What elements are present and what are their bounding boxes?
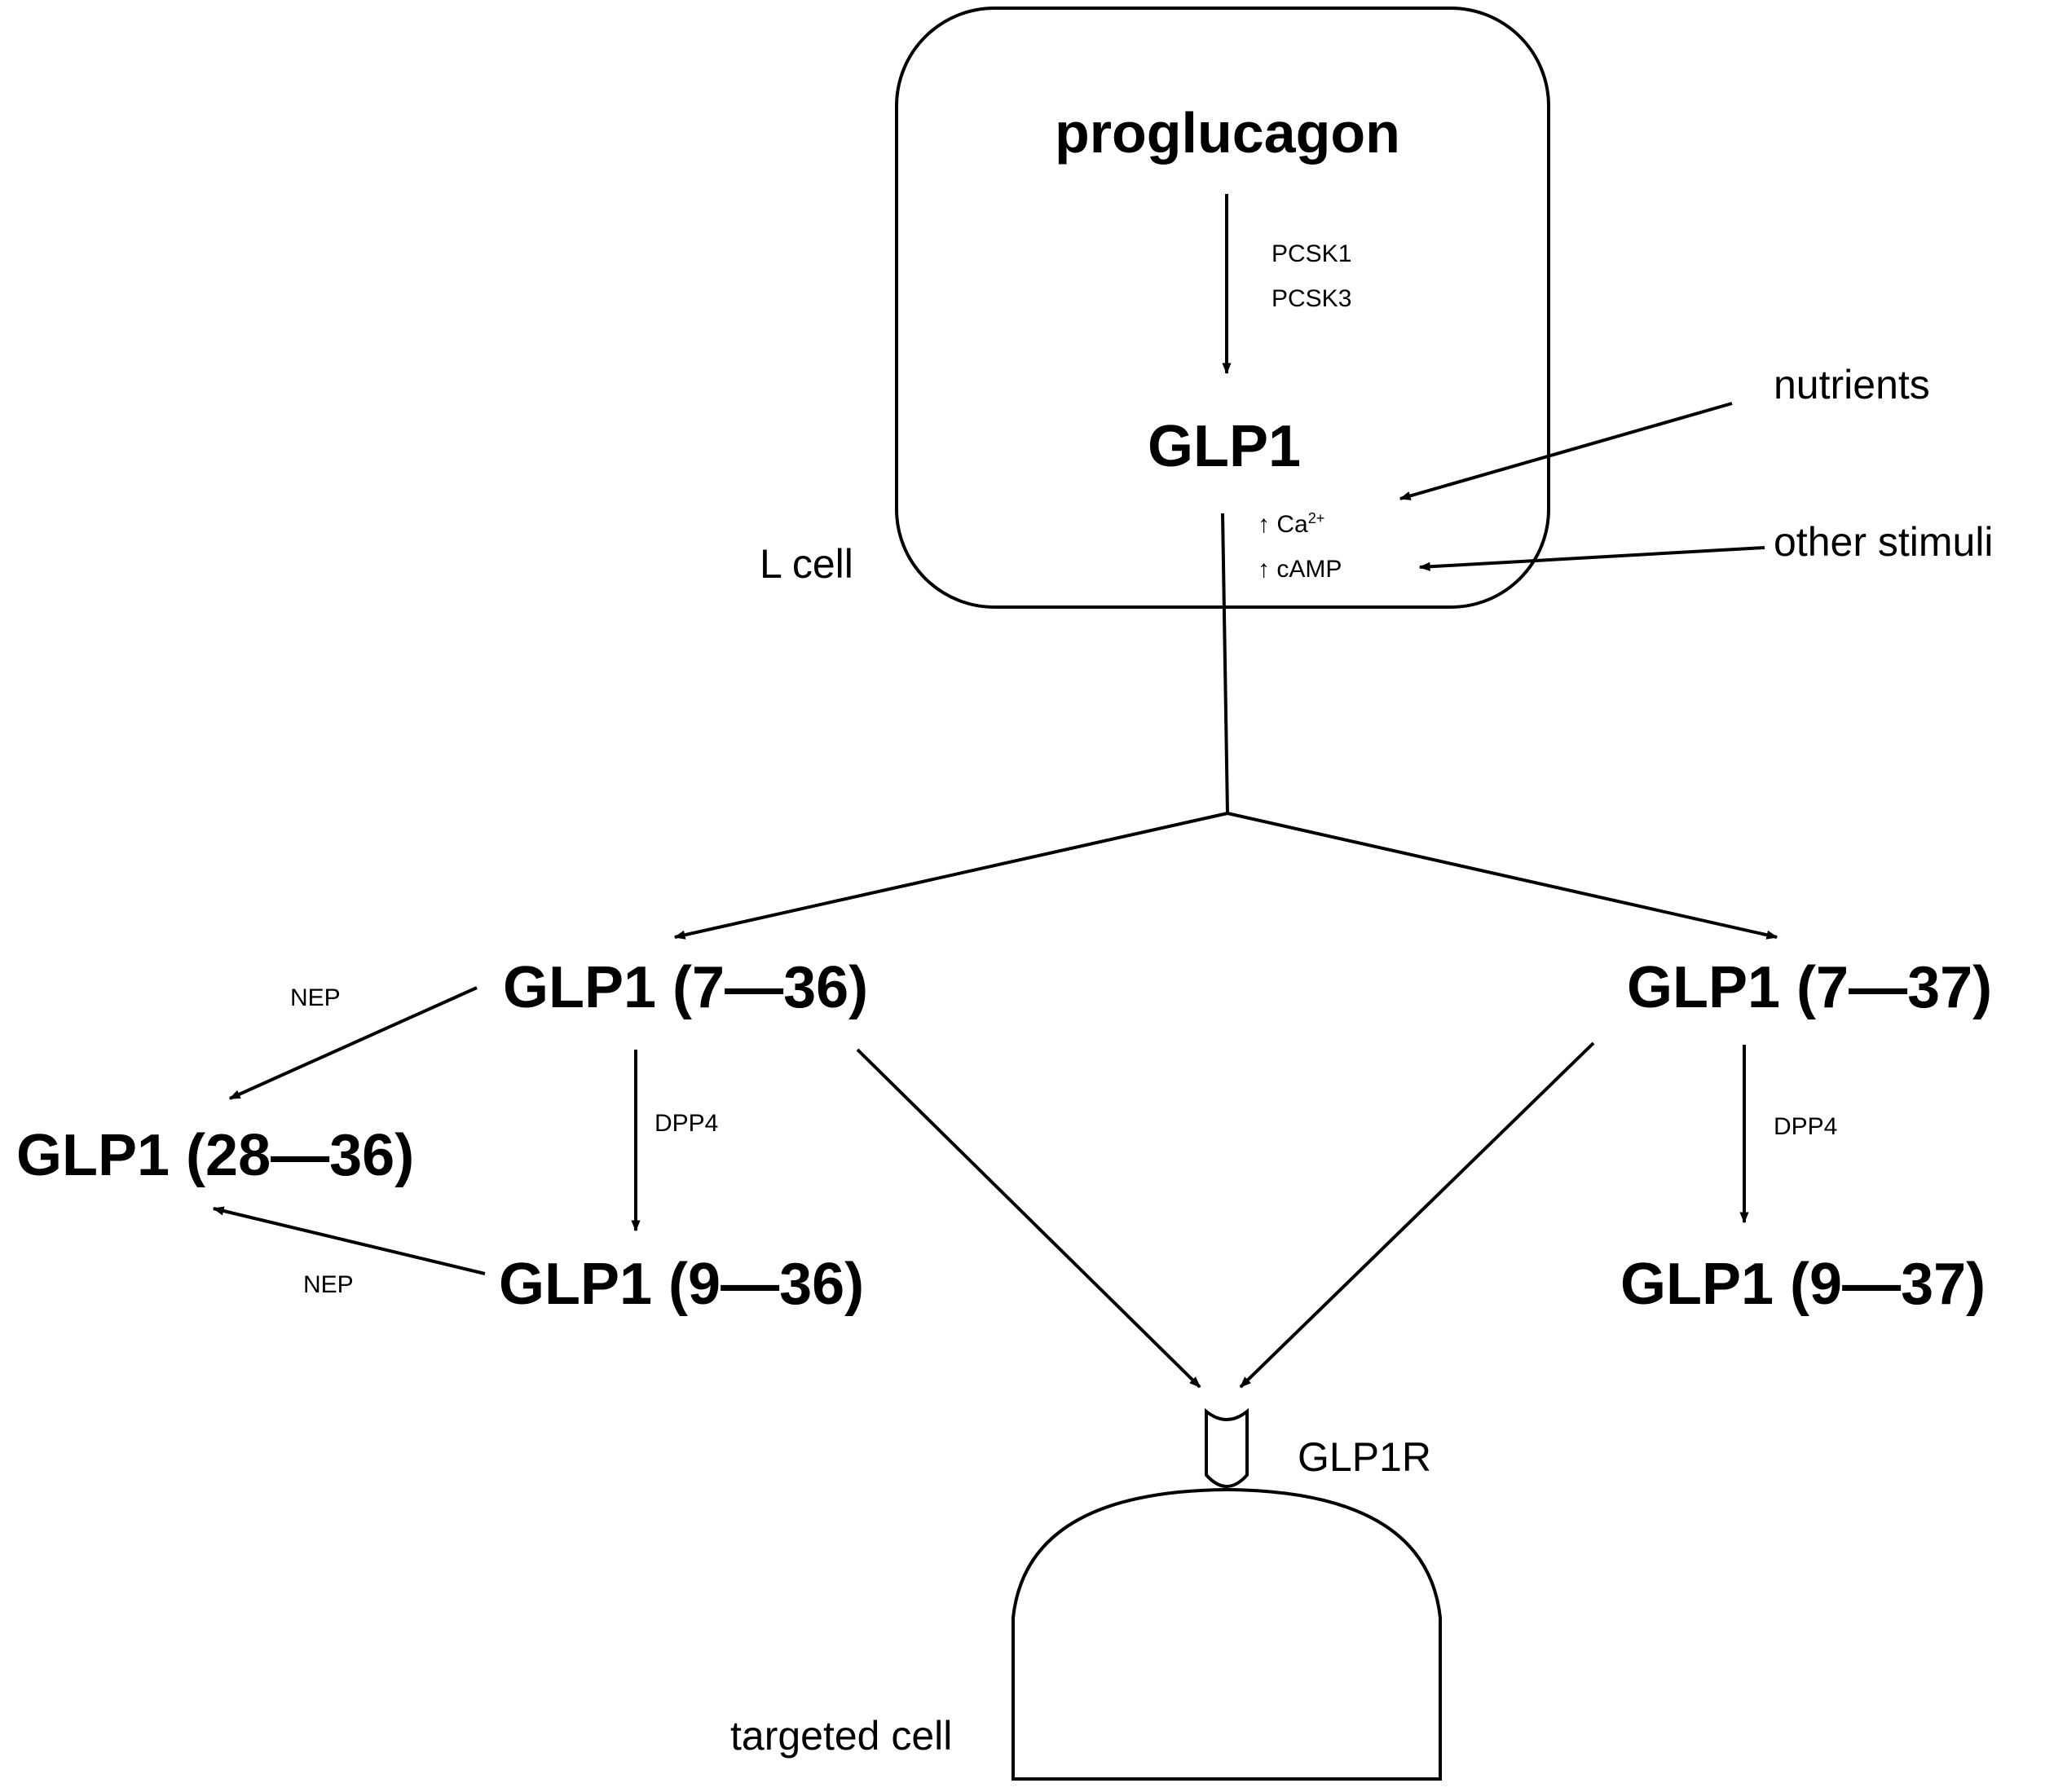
glp1-label: GLP1 [1148, 414, 1302, 479]
arrow-other-stimuli [1418, 546, 1765, 571]
arrow-nutrients [1399, 402, 1733, 500]
nutrients-label: nutrients [1774, 362, 1930, 407]
glp1-7-37-label: GLP1 (7—37) [1627, 955, 1993, 1020]
ca-indicator: ↑ Ca2+ [1258, 511, 1324, 537]
dpp4-left-label: DPP4 [654, 1110, 719, 1137]
glp1-trunk-line [1221, 513, 1229, 814]
glp1-7-36-label: GLP1 (7—36) [503, 955, 869, 1020]
other-stimuli-label: other stimuli [1774, 519, 1994, 565]
proglucagon-label: proglucagon [1055, 101, 1400, 165]
dpp4-right-label: DPP4 [1774, 1113, 1838, 1140]
arrow-to-glp1-7-37 [1227, 812, 1778, 940]
glp1-9-36-label: GLP1 (9—36) [499, 1252, 865, 1317]
glp1r-label: GLP1R [1298, 1434, 1431, 1480]
arrow-7-37-to-receptor [1239, 1041, 1595, 1389]
nep-top-label: NEP [290, 984, 341, 1011]
pcsk1-label: PCSK1 [1272, 240, 1352, 267]
targeted-cell-label: targeted cell [730, 1713, 953, 1759]
arrow-nep-top [228, 986, 478, 1100]
glp1r-receptor [1205, 1407, 1249, 1488]
camp-up-arrow: ↑ [1258, 556, 1270, 583]
l-cell-label: L cell [760, 541, 853, 587]
ca-charge: 2+ [1307, 510, 1325, 526]
targeted-cell-shape [1011, 1487, 1442, 1781]
glp1-9-37-label: GLP1 (9—37) [1620, 1252, 1986, 1317]
ca-up-arrow: ↑ [1258, 511, 1270, 538]
arrow-nep-bottom [212, 1206, 486, 1275]
arrow-to-glp1-7-36 [673, 812, 1228, 940]
pcsk3-label: PCSK3 [1272, 285, 1352, 312]
camp-indicator: ↑ cAMP [1258, 557, 1342, 582]
ca-label: Ca [1276, 511, 1308, 538]
glp1-28-36-label: GLP1 (28—36) [16, 1123, 415, 1188]
camp-label: cAMP [1276, 556, 1342, 583]
arrow-7-36-to-receptor [856, 1048, 1201, 1389]
nep-bottom-label: NEP [303, 1271, 354, 1298]
